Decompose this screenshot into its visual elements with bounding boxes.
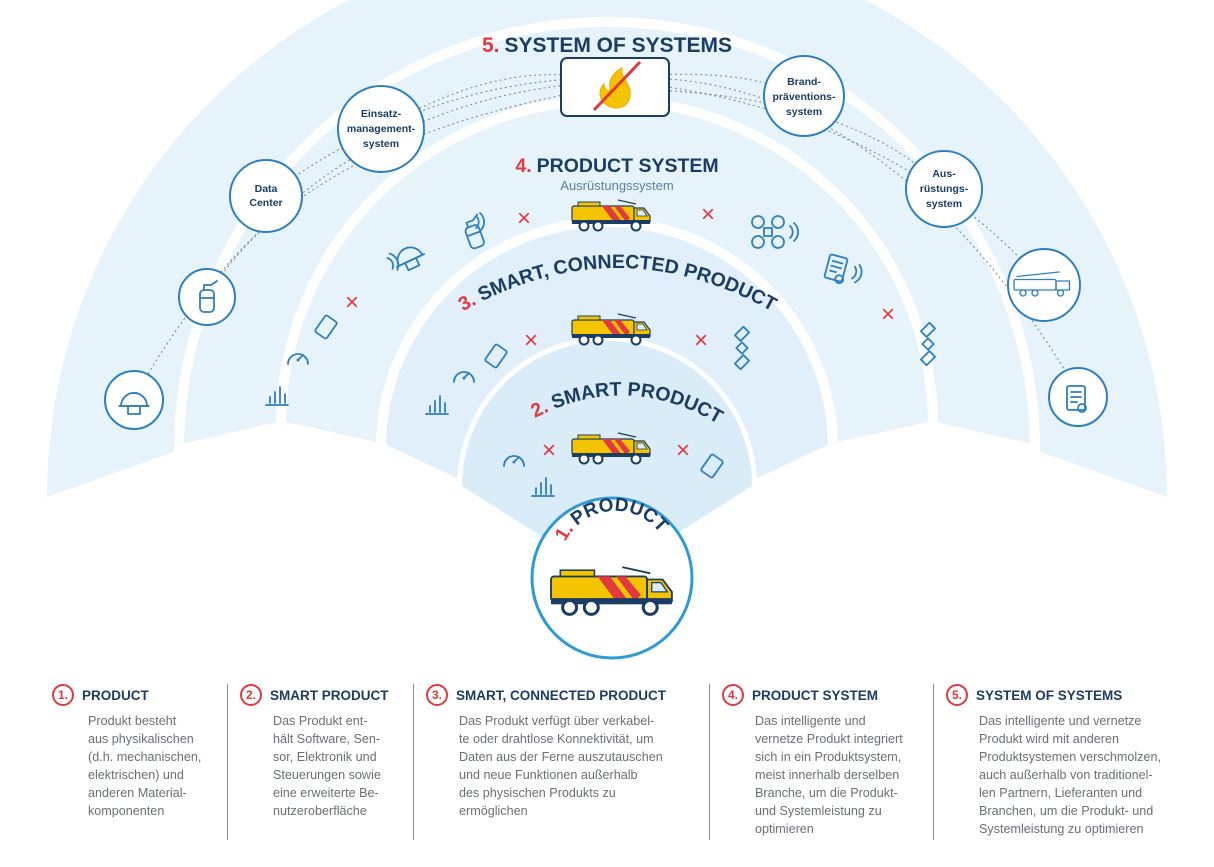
legend-item-product: 1. PRODUCT Produkt besteht aus physikalis… xyxy=(52,684,227,840)
svg-text:Brand-präventions-system: Brand-präventions-system xyxy=(772,76,836,118)
fire-prevention-node xyxy=(560,57,670,117)
legend-number: 4. xyxy=(722,684,744,706)
svg-text:Einsatz-management-system: Einsatz-management-system xyxy=(347,108,416,150)
legend: 1. PRODUCT Produkt besteht aus physikalis… xyxy=(40,684,1200,844)
strike-line xyxy=(592,60,642,112)
legend-item-product-system: 4. PRODUCT SYSTEM Das intelligente und ve… xyxy=(709,684,933,840)
legend-title: SMART PRODUCT xyxy=(270,687,389,703)
legend-title: PRODUCT xyxy=(82,687,149,703)
tier2-cross-2: × xyxy=(676,437,690,464)
legend-text: Produkt besteht aus physikalischen (d.h.… xyxy=(88,714,202,818)
node-ausruestung: Aus-rüstungs-system xyxy=(905,150,983,228)
legend-item-smart-connected: 3. SMART, CONNECTED PRODUCT Das Produkt v… xyxy=(413,684,709,840)
legend-text: Das intelligente und vernetze Produkt in… xyxy=(755,714,903,836)
tier1-product-circle: 1.PRODUCT xyxy=(530,495,694,660)
legend-number: 2. xyxy=(240,684,262,706)
legend-text: Das Produkt verfügt über verkabel- te od… xyxy=(459,714,663,818)
legend-number: 3. xyxy=(426,684,448,706)
legend-number: 5. xyxy=(946,684,968,706)
node-extinguisher xyxy=(178,268,236,326)
tier3-cross-2: × xyxy=(694,327,708,354)
tier4-cross-4: × xyxy=(881,301,895,328)
legend-item-system-of-systems: 5. SYSTEM OF SYSTEMS Das intelligente und… xyxy=(933,684,1183,840)
node-brandpraevention: Brand-präventions-system xyxy=(763,55,845,137)
tier4-cross-2: × xyxy=(701,201,715,228)
legend-title: PRODUCT SYSTEM xyxy=(752,687,879,703)
tier5-title: 5.SYSTEM OF SYSTEMS xyxy=(482,34,732,57)
node-einsatzmanagement: Einsatz-management-system xyxy=(337,85,425,173)
node-truck-ladder xyxy=(1007,248,1081,322)
tier4-subtitle: Ausrüstungssystem xyxy=(560,178,673,193)
legend-number: 1. xyxy=(52,684,74,706)
legend-title: SMART, CONNECTED PRODUCT xyxy=(456,687,667,703)
tier3-cross-1: × xyxy=(524,327,538,354)
legend-text: Das intelligente und vernetze Produkt wi… xyxy=(979,714,1161,836)
svg-text:Aus-rüstungs-system: Aus-rüstungs-system xyxy=(920,168,969,210)
legend-title: SYSTEM OF SYSTEMS xyxy=(976,687,1123,703)
ladder-truck-icon xyxy=(1013,271,1071,297)
tier4-cross-3: × xyxy=(345,289,359,316)
node-helmet xyxy=(104,370,164,430)
tier4-cross-1: × xyxy=(517,205,531,232)
node-document xyxy=(1048,367,1108,427)
tier4-title: 4.PRODUCT SYSTEM xyxy=(515,155,718,177)
legend-text: Das Produkt ent- hält Software, Sen- sor… xyxy=(273,714,381,818)
legend-item-smart-product: 2. SMART PRODUCT Das Produkt ent- hält So… xyxy=(227,684,413,840)
band-center-wedge xyxy=(462,341,752,578)
tier2-cross-1: × xyxy=(542,437,556,464)
